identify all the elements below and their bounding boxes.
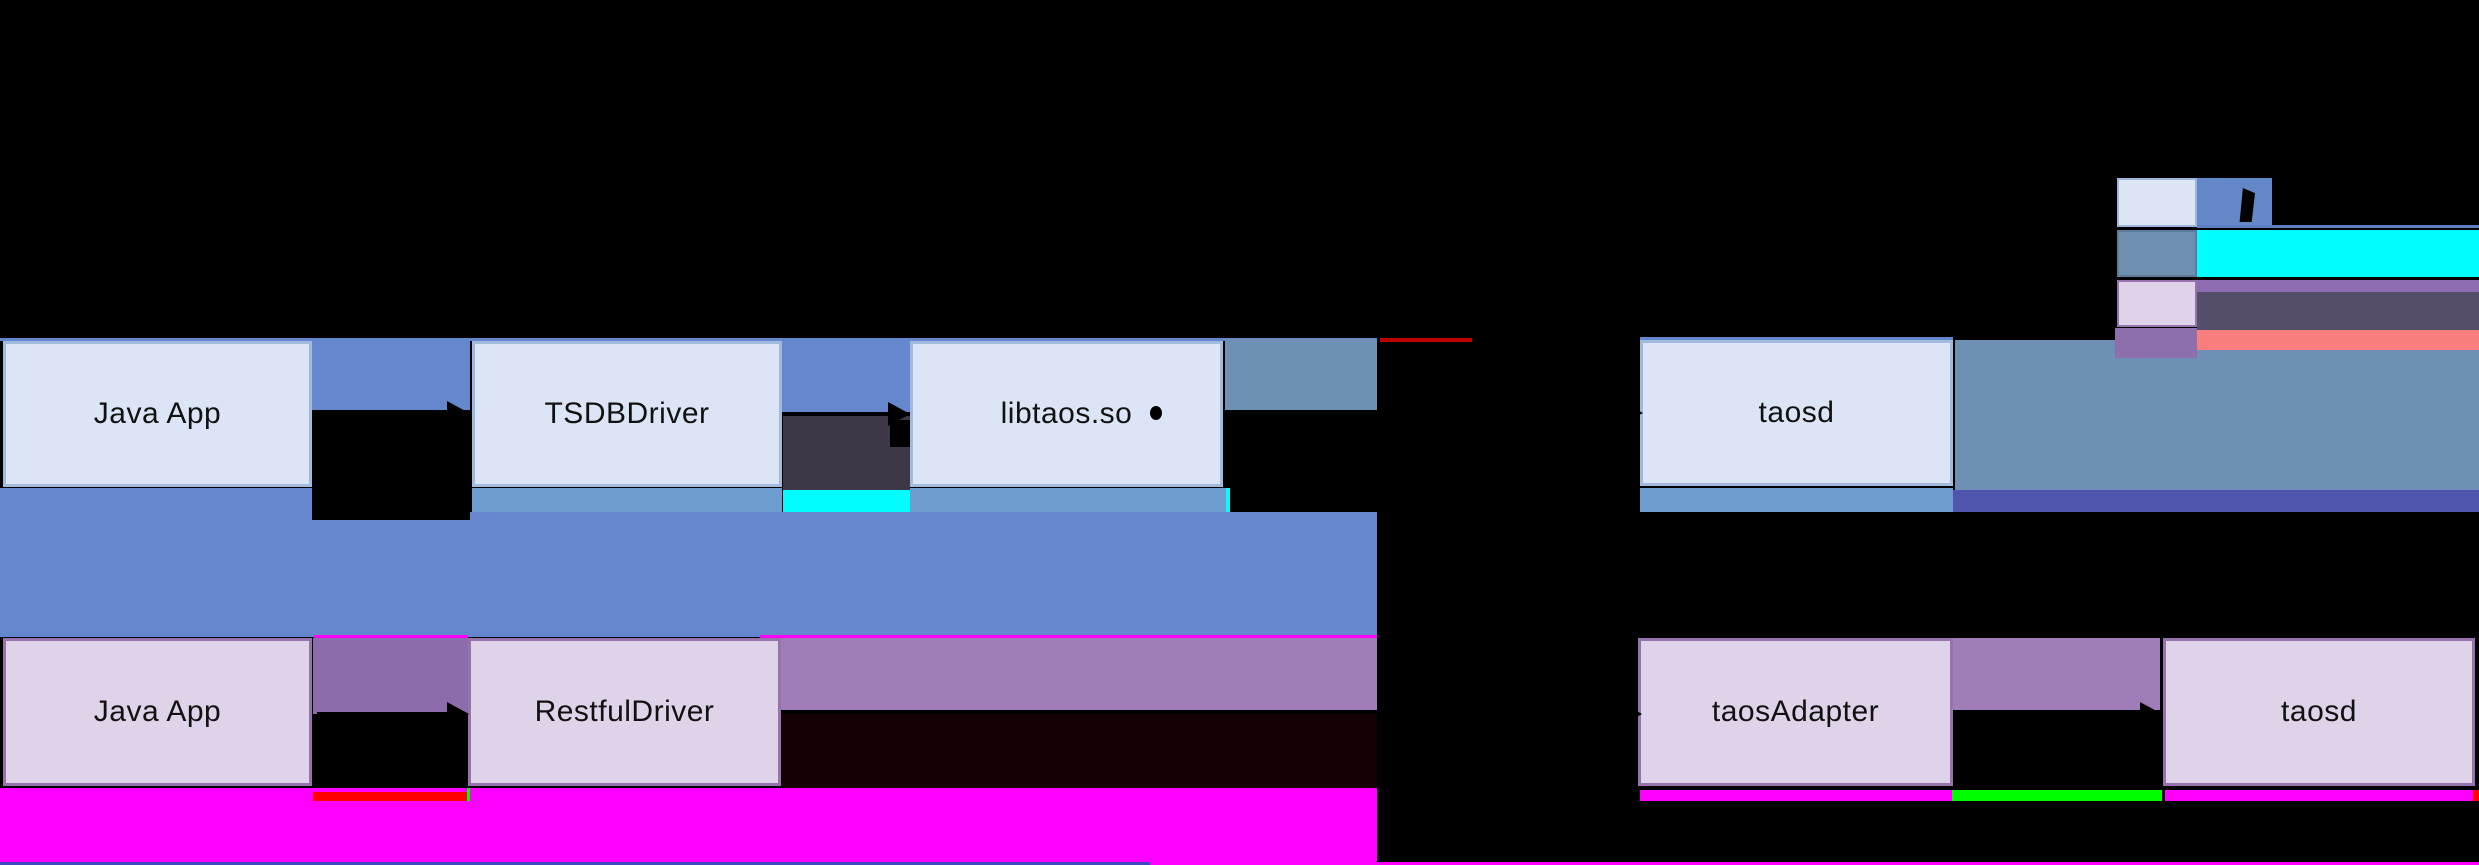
arrowhead-to-taosd1 [1621, 401, 1643, 425]
strip-under-tsdbdriver [472, 488, 782, 512]
row1-gap2-cyan-strip [783, 490, 910, 512]
cyan-sliver [1226, 488, 1230, 512]
row2-purple-band-left [781, 638, 1377, 710]
node-label: libtaos.so [1000, 397, 1133, 430]
strip-under-taosd1 [1640, 488, 1953, 512]
strip-under-taosd2 [2165, 790, 2473, 801]
arrowhead-to-tsdbdriver [447, 401, 469, 425]
red-sliver-right-edge [2473, 790, 2479, 801]
steel-band-right-of-taosd [1955, 340, 2479, 490]
arrow-tsdbdriver-to-libtaos [786, 412, 888, 416]
indigo-strip [1953, 490, 2479, 512]
node-tsdbdriver: TSDBDriver [472, 341, 782, 487]
legend-swatch-steel [2117, 230, 2197, 277]
strip-under-libtaos [910, 488, 1226, 512]
legend-band-1 [2197, 178, 2272, 225]
legend-band-cyan [2197, 230, 2479, 277]
row2-magenta-band [0, 788, 1377, 862]
row1-lane-top-sliver [0, 338, 1377, 341]
row2-dark-band [781, 714, 1377, 788]
row2-gap1-purple [313, 638, 468, 714]
legend-band-purple [2197, 280, 2479, 292]
legend-band-slate [2197, 292, 2479, 330]
legend-band-salmon [2197, 330, 2479, 350]
bottom-line-magenta [1150, 862, 2479, 865]
node-libtaos: libtaos.so [910, 341, 1223, 487]
legend-swatch-purple [2115, 328, 2197, 358]
steel-block-right-of-libtaos [1225, 339, 1377, 410]
node-java-app-restful: Java App [3, 638, 312, 786]
row2-purple-band-right [1953, 638, 2160, 710]
arrowhead-to-restfuldriver [447, 702, 469, 726]
node-taosd-restful: taosd [2163, 638, 2475, 786]
legend-band-1-edge [2197, 225, 2479, 228]
row1-gap1-top [312, 338, 470, 410]
row1-taosd-top-sliver [1640, 337, 1953, 340]
node-restfuldriver: RestfulDriver [468, 638, 781, 786]
node-taosadapter: taosAdapter [1638, 638, 1953, 786]
node-java-app-jni: Java App [3, 341, 312, 487]
arrowhead-to-taosd2 [2140, 702, 2162, 726]
node-label: RestfulDriver [534, 695, 715, 728]
arrow-dot-libtaos [1150, 406, 1162, 420]
node-label: TSDBDriver [544, 397, 710, 430]
green-strip [1952, 790, 2162, 801]
strip-under-taosadapter [1640, 790, 1952, 801]
row2-red-strip [313, 792, 467, 801]
arrow-taosadapter-to-taosd [1957, 712, 2140, 716]
legend-swatch-restful-app [2117, 280, 2197, 327]
node-label: taosAdapter [1711, 695, 1880, 728]
legend-swatch-jni-app [2117, 178, 2197, 227]
red-line-segment [1380, 338, 1472, 342]
node-label: Java App [93, 695, 222, 728]
node-label: taosd [2281, 695, 2357, 728]
node-taosd-jni: taosd [1640, 340, 1953, 486]
arrow-javaapp-to-tsdbdriver [316, 411, 447, 415]
row2-green-sliver [467, 788, 470, 801]
node-label: taosd [1758, 396, 1835, 429]
row1-gap2-top [782, 338, 910, 412]
row1-gap2-dark [783, 416, 910, 490]
bottom-line-blue [0, 862, 1150, 865]
row1-band-main [470, 512, 1377, 637]
arrow-blob-gap2 [890, 420, 910, 447]
arrowhead-to-taosadapter [1620, 702, 1642, 726]
row2-magenta-topline-gap [314, 635, 468, 638]
row2-magenta-topline-band [760, 635, 1377, 638]
row1-band-gap1 [312, 520, 470, 637]
legend-text-fragment [2239, 188, 2255, 222]
row1-band-left [0, 488, 312, 637]
node-label: Java App [93, 397, 222, 430]
arrow-javaapp-to-restfuldriver [317, 712, 447, 716]
